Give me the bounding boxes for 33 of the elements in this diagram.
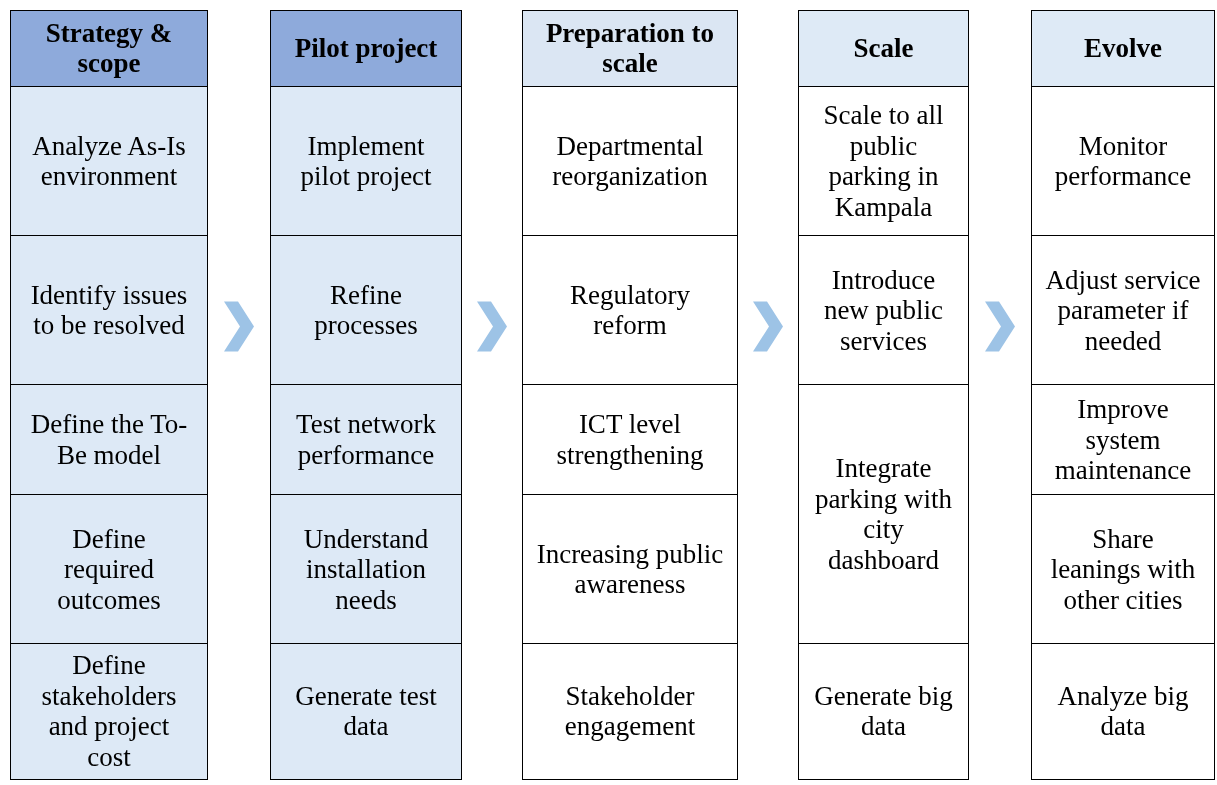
task-cell: Share leanings with other cities	[1031, 494, 1215, 645]
task-cell: Define stakeholders and project cost	[10, 643, 208, 780]
task-cell: Scale to all public parking in Kampala	[798, 86, 969, 237]
phase-header: Preparation to scale	[522, 10, 738, 88]
task-cell: Generate big data	[798, 643, 969, 780]
task-cell: Refine processes	[270, 235, 462, 386]
chevron-arrow	[224, 301, 254, 352]
task-cell: Test network performance	[270, 384, 462, 496]
task-cell: Improve system maintenance	[1031, 384, 1215, 496]
task-cell: Define the To-Be model	[10, 384, 208, 496]
task-cell: Adjust service parameter if needed	[1031, 235, 1215, 386]
task-cell: Integrate parking with city dashboard	[798, 384, 969, 645]
task-cell: Understand installation needs	[270, 494, 462, 645]
task-cell: ICT level strengthening	[522, 384, 738, 496]
task-cell: Analyze As-Is environment	[10, 86, 208, 237]
task-cell: Generate test data	[270, 643, 462, 780]
chevron-arrow	[753, 301, 783, 352]
task-cell: Define required outcomes	[10, 494, 208, 645]
task-cell: Departmental reorganization	[522, 86, 738, 237]
task-cell: Implement pilot project	[270, 86, 462, 237]
task-cell: Introduce new public services	[798, 235, 969, 386]
task-cell: Regulatory reform	[522, 235, 738, 386]
task-cell: Stakeholder engagement	[522, 643, 738, 780]
task-cell: Identify issues to be resolved	[10, 235, 208, 386]
chevron-arrow	[985, 301, 1015, 352]
task-cell: Increasing public awareness	[522, 494, 738, 645]
phase-header: Strategy & scope	[10, 10, 208, 88]
task-cell: Monitor performance	[1031, 86, 1215, 237]
chevron-arrow	[477, 301, 507, 352]
phase-header: Evolve	[1031, 10, 1215, 88]
phase-header: Scale	[798, 10, 969, 88]
task-cell: Analyze big data	[1031, 643, 1215, 780]
phase-header: Pilot project	[270, 10, 462, 88]
